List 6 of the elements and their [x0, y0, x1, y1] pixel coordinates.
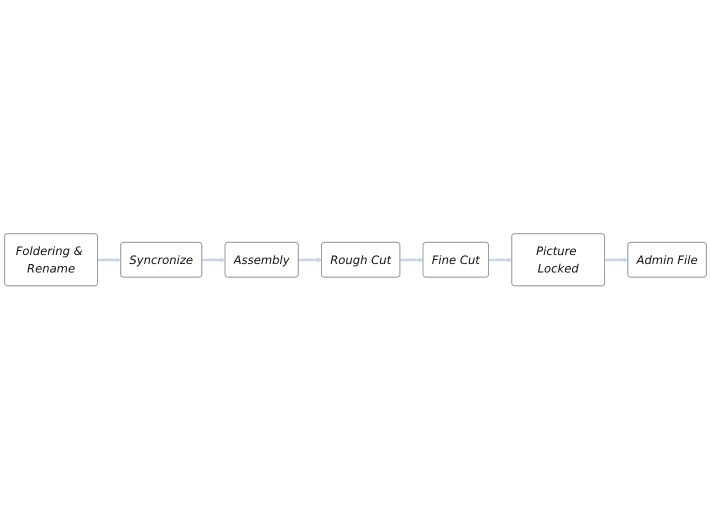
arrow — [202, 257, 226, 262]
arrow — [98, 257, 122, 262]
arrow — [298, 257, 322, 262]
arrow — [488, 257, 512, 262]
arrow — [400, 257, 424, 262]
arrow — [604, 257, 628, 262]
